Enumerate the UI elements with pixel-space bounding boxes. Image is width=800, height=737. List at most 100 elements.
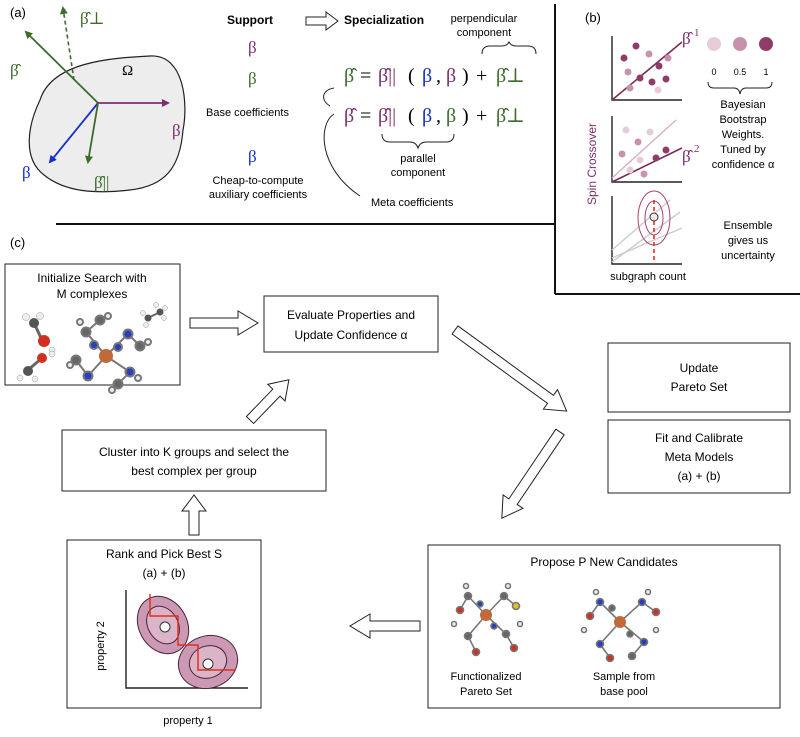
propose-candidates-box: Propose P New Candidates: [427, 544, 781, 709]
meta-bracket-top: [323, 87, 335, 107]
equation-2: β̂ = β̂|| ( β , β ) + β̂⊥: [344, 105, 525, 127]
panel-c-label: (c): [10, 235, 25, 250]
bootstrap-subplot-2: β̂ 2: [611, 116, 700, 183]
update-line2: Pareto Set: [671, 380, 728, 394]
panel-a-label: (a): [10, 5, 26, 20]
eq1-close-paren: ): [462, 65, 469, 87]
subplot1-fit-line: [611, 41, 683, 101]
eq2-comma: ,: [436, 105, 441, 127]
weights-caption-line: Tuned by: [720, 144, 766, 156]
sample-line2: base pool: [600, 686, 648, 698]
weight-dot-0.5: [733, 37, 747, 51]
init-line1: Initialize Search with: [37, 271, 146, 285]
panel-b-xlabel: subgraph count: [610, 271, 686, 283]
beta2-superscript: 2: [694, 143, 700, 155]
support-beta-blue: β: [248, 147, 257, 166]
base-coefficients-label: Base coefficients: [206, 107, 289, 119]
panel-b-ylabel: Spin Crossover: [585, 123, 599, 205]
eq2-beta-perp: β̂⊥: [496, 105, 525, 127]
evaluate-properties-box: Evaluate Properties and Update Confidenc…: [263, 295, 439, 353]
eq1-beta-2: β: [446, 65, 456, 87]
ensemble-caption: Ensemble gives us uncertainty: [721, 220, 775, 262]
pareto-front: [149, 594, 236, 671]
init-line2: M complexes: [57, 287, 128, 301]
subplot2-ref-line: [611, 119, 677, 179]
beta1-label: β̂: [682, 29, 694, 48]
perpendicular-line2: component: [457, 27, 511, 39]
cheap-line1: Cheap-to-compute: [212, 175, 303, 187]
eq1-comma: ,: [436, 65, 441, 87]
beta-blue-label: β: [22, 163, 31, 182]
weight-tick: 1: [763, 67, 768, 77]
beta-blue-arrow: [48, 102, 99, 164]
eq1-beta-hat: β̂: [344, 65, 358, 87]
cluster-line1: Cluster into K groups and select the: [99, 445, 289, 459]
ensemble-caption-line: uncertainty: [721, 250, 775, 262]
beta-par-label: β̂||: [94, 173, 109, 192]
arrow-init-to-evaluate: [189, 310, 259, 336]
eq2-plus: +: [476, 105, 487, 127]
sampled-complex: [580, 588, 661, 663]
weights-caption-line: Weights.: [722, 129, 765, 141]
evaluate-line1: Evaluate Properties and: [287, 308, 415, 322]
beta-hat-label: β̂: [10, 61, 22, 80]
specialization-heading: Specialization: [344, 13, 424, 27]
rank-line1: Rank and Pick Best S: [106, 547, 222, 561]
panel-b-label: (b): [585, 10, 601, 25]
rank-pick-box: Rank and Pick Best S (a) + (b) property …: [66, 539, 262, 727]
arrow-evaluate-to-update: [451, 325, 568, 412]
subplot2-axes: [611, 116, 682, 183]
rank-line2: (a) + (b): [142, 566, 185, 580]
weight-dot-1: [759, 37, 773, 51]
functionalized-line1: Functionalized: [451, 671, 522, 683]
omega-label: Ω: [122, 63, 133, 79]
beta1-superscript: 1: [694, 27, 700, 39]
evaluate-line2: Update Confidence α: [294, 328, 407, 342]
weights-caption-line: Bootstrap: [719, 114, 766, 126]
initialize-search-box: Initialize Search with M complexes: [4, 263, 181, 394]
panel-b: (b) Spin Crossover β̂ 1: [585, 10, 775, 283]
weights-caption: Bayesian Bootstrap Weights. Tuned by con…: [712, 99, 775, 171]
update-pareto-box: Update Pareto Set: [607, 342, 791, 413]
beta2-label: β̂: [682, 147, 694, 166]
weights-caption-line: confidence α: [712, 159, 775, 171]
eq1-equals: =: [360, 65, 371, 87]
subplot3-axes: [611, 196, 682, 265]
eq2-beta-1: β: [422, 105, 432, 127]
parallel-line2: component: [391, 167, 445, 179]
parallel-line1: parallel: [400, 153, 435, 165]
weight-tick: 0.5: [734, 67, 747, 77]
eq2-beta-par: β̂||: [378, 105, 396, 127]
rank-xlabel: property 1: [163, 715, 213, 727]
weight-dot-0: [707, 37, 721, 51]
panel-c: (c) Initialize Search with M complexes: [4, 235, 791, 727]
eq1-open-paren: (: [408, 65, 415, 87]
eq1-beta-perp: β̂⊥: [496, 65, 525, 87]
eq1-plus: +: [476, 65, 487, 87]
update-line1: Update: [680, 361, 719, 375]
functionalized-line2: Pareto Set: [460, 686, 512, 698]
flow-arrows: [181, 310, 568, 639]
molecule-small-3: [140, 302, 168, 328]
beta-purple-label: β: [172, 121, 181, 140]
cluster-box: Cluster into K groups and select the bes…: [61, 429, 327, 492]
beta-par-arrow: [85, 102, 99, 164]
support-beta-green: β: [248, 69, 257, 88]
ensemble-caption-line: Ensemble: [724, 220, 773, 232]
sample-line1: Sample from: [593, 671, 655, 683]
beta-hat-arrow: [24, 30, 99, 104]
eq1-beta-par: β̂||: [378, 65, 396, 87]
propose-title: Propose P New Candidates: [530, 555, 677, 569]
support-beta-purple: β: [248, 38, 257, 57]
support-to-specialization-arrow: [305, 11, 339, 31]
arrow-fit-to-propose: [501, 428, 565, 520]
eq2-beta-2: β: [446, 105, 456, 127]
eq2-open-paren: (: [408, 105, 415, 127]
arrow-rank-to-cluster: [181, 494, 207, 536]
eq2-equals: =: [360, 105, 371, 127]
omega-region: [28, 55, 186, 193]
rank-ylabel: property 2: [95, 621, 107, 671]
bootstrap-subplot-1: β̂ 1: [611, 27, 700, 101]
beta-perp-label: β̂⊥: [80, 9, 105, 28]
